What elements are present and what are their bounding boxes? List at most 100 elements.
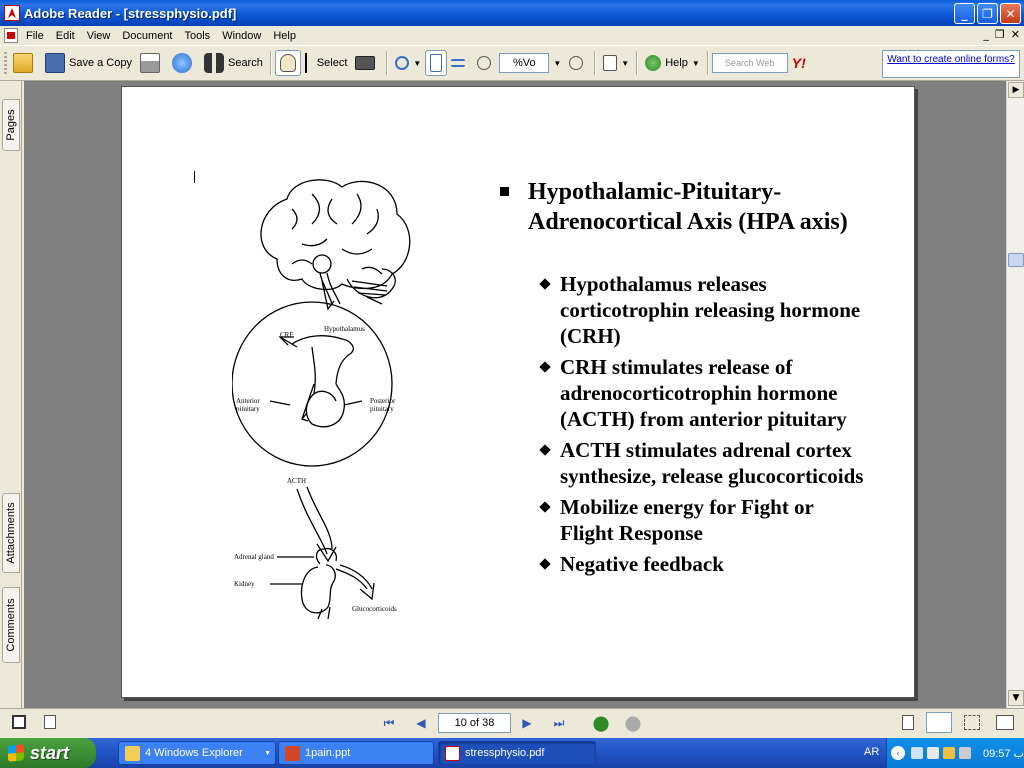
save-copy-button[interactable]: Save a Copy bbox=[41, 50, 136, 76]
snapshot-button[interactable] bbox=[351, 50, 383, 76]
window-layout-icon[interactable] bbox=[12, 715, 26, 729]
attachments-tab-label: Attachments bbox=[5, 502, 17, 564]
taskbar-item-adobe-reader[interactable]: stressphysio.pdf bbox=[438, 741, 596, 765]
search-web-input[interactable]: Search Web bbox=[711, 53, 788, 73]
document-view[interactable]: CRF Hypothalamus Anterior pituitary Post… bbox=[24, 81, 1006, 708]
menu-tools[interactable]: Tools bbox=[184, 29, 211, 42]
yahoo-button[interactable]: Y! bbox=[788, 50, 810, 76]
page-size-icon[interactable] bbox=[44, 715, 56, 729]
create-forms-link[interactable]: Want to create online forms? bbox=[882, 50, 1020, 78]
label-acth: ACTH bbox=[287, 477, 306, 485]
menu-window[interactable]: Window bbox=[222, 29, 262, 42]
language-indicator[interactable]: AR bbox=[864, 746, 880, 758]
clock[interactable]: 09:57 ب bbox=[983, 747, 1024, 760]
volume-icon[interactable] bbox=[927, 747, 939, 759]
continuous-icon[interactable] bbox=[926, 712, 952, 733]
comments-tab[interactable]: Comments bbox=[2, 587, 20, 663]
scrollbar-thumb[interactable] bbox=[1008, 253, 1024, 267]
scroll-up-arrow-icon[interactable]: ▶ bbox=[1008, 82, 1024, 98]
rotate-view-button[interactable]: ▼ bbox=[599, 50, 633, 76]
taskbar-item-powerpoint[interactable]: 1pain.ppt bbox=[278, 741, 434, 765]
tray-expand-icon[interactable]: ‹ bbox=[891, 746, 905, 760]
list-item: ACTH stimulates adrenal cortex synthesiz… bbox=[538, 437, 868, 489]
next-page-button[interactable]: ▶ bbox=[522, 716, 532, 730]
hpa-axis-illustration: CRF Hypothalamus Anterior pituitary Post… bbox=[232, 179, 411, 619]
first-page-button[interactable]: ⏮ bbox=[383, 715, 395, 730]
pages-tab[interactable]: Pages bbox=[2, 99, 20, 151]
attachments-tab[interactable]: Attachments bbox=[2, 493, 20, 573]
previous-page-button[interactable]: ◀ bbox=[416, 716, 426, 730]
hand-icon bbox=[279, 54, 296, 72]
menu-help[interactable]: Help bbox=[273, 29, 296, 42]
facing-icon[interactable] bbox=[996, 715, 1014, 730]
camera-icon bbox=[355, 56, 376, 70]
usb-icon[interactable] bbox=[959, 747, 971, 759]
menu-file[interactable]: File bbox=[26, 29, 44, 42]
label-kidney: Kidney bbox=[234, 580, 255, 588]
network-icon[interactable] bbox=[911, 747, 923, 759]
floppy-disk-icon bbox=[45, 53, 65, 73]
minimize-button[interactable]: _ bbox=[954, 3, 975, 24]
adrenal-kidney-drawing bbox=[270, 486, 375, 619]
status-bar: ⏮ ◀ 10 of 38 ▶ ⏭ ⬤ ⬤ bbox=[0, 708, 1024, 736]
slide-title: Hypothalamic-Pituitary-Adrenocortical Ax… bbox=[500, 177, 860, 237]
hand-tool-button[interactable] bbox=[274, 50, 301, 76]
email-button[interactable] bbox=[168, 50, 200, 76]
binoculars-icon bbox=[203, 53, 224, 73]
document-restore-button[interactable]: ❐ bbox=[994, 28, 1005, 41]
menu-view[interactable]: View bbox=[86, 29, 111, 42]
single-page-icon[interactable] bbox=[902, 715, 914, 730]
select-tool-button[interactable]: Select bbox=[301, 50, 352, 76]
chevron-down-icon[interactable]: ▼ bbox=[691, 58, 700, 68]
slide-title-text: Hypothalamic-Pituitary-Adrenocortical Ax… bbox=[528, 179, 848, 235]
title-bar: Adobe Reader - [stressphysio.pdf] _ ❐ ✕ bbox=[0, 0, 1024, 26]
toolbar-separator bbox=[636, 51, 639, 75]
scroll-down-arrow-icon[interactable]: ▼ bbox=[1008, 690, 1024, 706]
fit-page-button[interactable] bbox=[425, 50, 448, 76]
menu-bar: File Edit View Document Tools Window Hel… bbox=[0, 26, 1024, 45]
fit-width-icon bbox=[451, 59, 466, 67]
toolbar-separator bbox=[386, 51, 389, 75]
start-button[interactable]: start bbox=[0, 738, 96, 768]
menu-edit[interactable]: Edit bbox=[55, 29, 75, 42]
help-button[interactable]: Help ▼ bbox=[641, 50, 704, 76]
search-label: Search bbox=[227, 57, 263, 69]
list-item: CRH stimulates release of adrenocorticot… bbox=[538, 354, 868, 432]
toolbar-separator bbox=[594, 51, 597, 75]
vertical-scrollbar[interactable]: ▶ ▼ bbox=[1006, 81, 1024, 708]
chevron-down-icon[interactable]: ▼ bbox=[413, 58, 422, 68]
open-button[interactable] bbox=[9, 50, 41, 76]
menu-document[interactable]: Document bbox=[122, 29, 173, 42]
document-close-button[interactable]: ✕ bbox=[1010, 28, 1020, 41]
go-forward-button[interactable]: ⬤ bbox=[624, 714, 642, 732]
zoom-dropdown-chevron-icon[interactable]: ▼ bbox=[553, 58, 562, 68]
zoom-in-button[interactable] bbox=[565, 50, 591, 76]
document-minimize-button[interactable]: _ bbox=[983, 28, 989, 41]
close-button[interactable]: ✕ bbox=[1000, 3, 1021, 24]
toolbar-grip[interactable] bbox=[4, 52, 7, 74]
window-title: Adobe Reader - [stressphysio.pdf] bbox=[24, 5, 237, 21]
continuous-facing-icon[interactable] bbox=[964, 715, 980, 730]
zoom-level-input[interactable]: %Vo bbox=[499, 53, 550, 73]
go-back-button[interactable]: ⬤ bbox=[592, 714, 610, 732]
page-number-input[interactable]: 10 of 38 bbox=[438, 713, 511, 733]
fit-width-button[interactable] bbox=[447, 50, 473, 76]
task-label: stressphysio.pdf bbox=[465, 747, 545, 759]
label-anterior: Anterior bbox=[236, 397, 260, 405]
zoom-out-button[interactable] bbox=[473, 50, 499, 76]
zoom-tool-button[interactable]: ▼ bbox=[391, 50, 425, 76]
label-crf: CRF bbox=[280, 331, 293, 339]
chevron-down-icon[interactable]: ▼ bbox=[621, 58, 630, 68]
maximize-button[interactable]: ❐ bbox=[977, 3, 998, 24]
taskbar-item-windows-explorer[interactable]: 4 Windows Explorer ▼ bbox=[118, 741, 276, 765]
pituitary-circle-drawing bbox=[232, 301, 393, 467]
pdf-page: CRF Hypothalamus Anterior pituitary Post… bbox=[121, 86, 915, 698]
security-icon[interactable] bbox=[943, 747, 955, 759]
pdf-document-icon[interactable] bbox=[4, 28, 18, 43]
last-page-button[interactable]: ⏭ bbox=[553, 715, 565, 730]
task-label: 4 Windows Explorer bbox=[145, 747, 243, 759]
search-button[interactable]: Search bbox=[200, 50, 267, 76]
print-button[interactable] bbox=[136, 50, 168, 76]
navigation-panel: Pages Attachments Comments bbox=[0, 81, 22, 708]
list-item: Negative feedback bbox=[538, 551, 868, 577]
